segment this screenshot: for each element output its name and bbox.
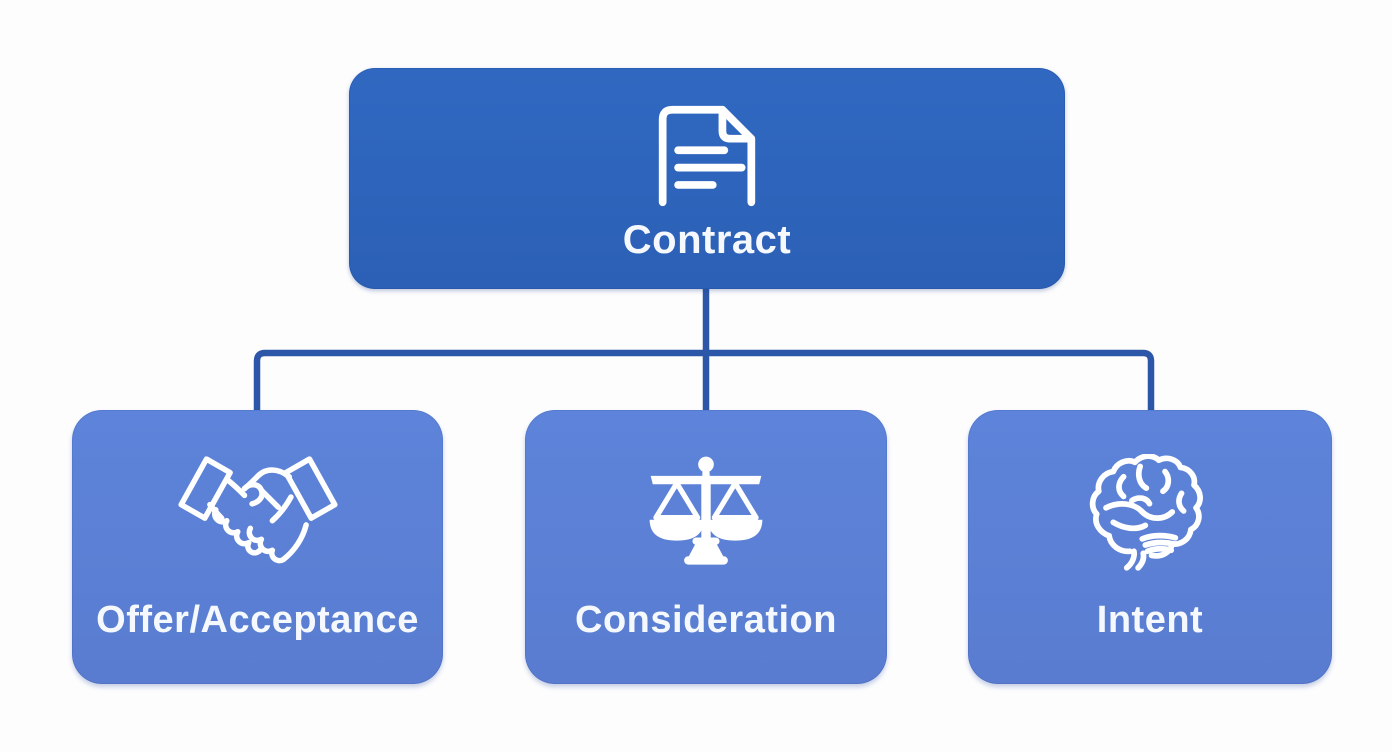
node-consideration-label: Consideration bbox=[575, 599, 837, 641]
scales-icon bbox=[649, 456, 763, 565]
node-offer-acceptance-label: Offer/Acceptance bbox=[96, 599, 419, 641]
node-consideration: Consideration bbox=[525, 410, 887, 684]
node-intent-label: Intent bbox=[1096, 599, 1204, 641]
handshake-icon bbox=[177, 456, 338, 564]
node-contract: Contract bbox=[349, 68, 1065, 289]
document-icon bbox=[658, 105, 756, 207]
brain-icon bbox=[1089, 454, 1203, 571]
node-offer-acceptance: Offer/Acceptance bbox=[72, 410, 443, 684]
node-intent: Intent bbox=[968, 410, 1332, 684]
node-contract-label: Contract bbox=[622, 218, 792, 262]
